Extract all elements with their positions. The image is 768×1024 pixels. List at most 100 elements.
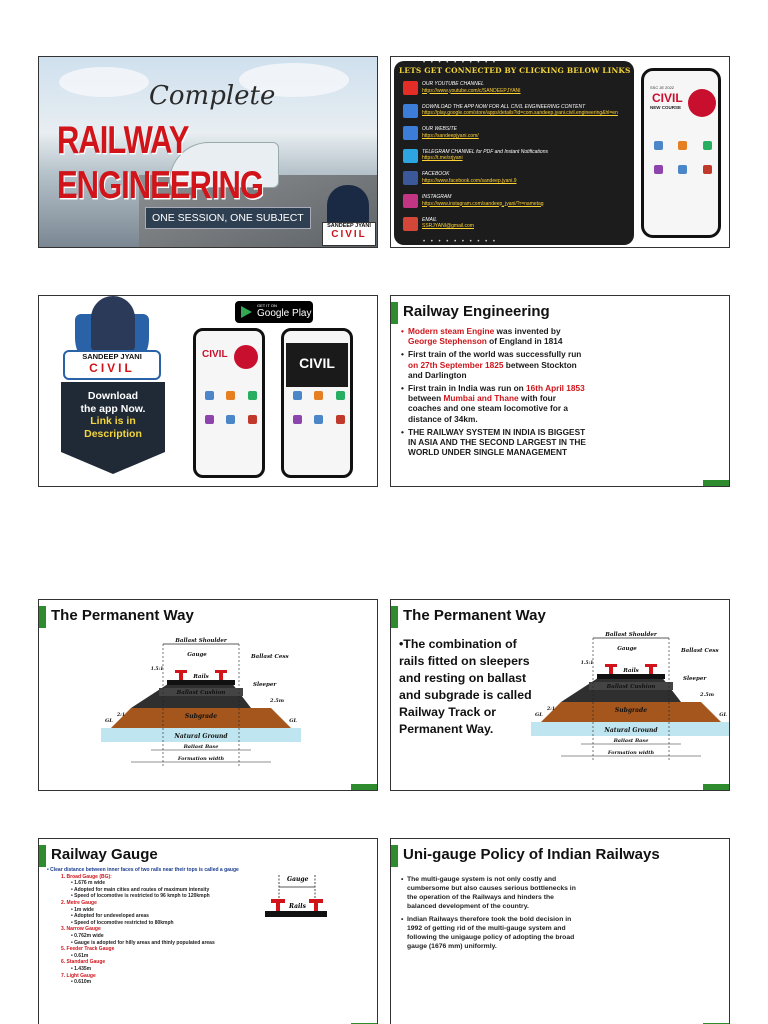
rail-web (276, 903, 280, 911)
app-tile (672, 165, 693, 185)
title-accent-bar (391, 606, 398, 628)
ballast-shoulder-label: Ballast Shoulder (604, 632, 658, 638)
bullet-item: First train in India was run on 16th Apr… (401, 383, 591, 424)
rail-head (175, 670, 187, 673)
rail-web (609, 667, 613, 674)
website-icon (403, 126, 418, 141)
phone-avatar (234, 345, 258, 369)
app-tile (200, 391, 219, 411)
sleeper-label: Sleeper (683, 676, 707, 682)
gauge-intro: • Clear distance between inner faces of … (47, 867, 239, 873)
slide-title: Uni-gauge Policy of Indian Railways (403, 846, 660, 863)
app-tile (310, 415, 329, 435)
link-url[interactable]: https://t.me/srjyani (422, 155, 463, 162)
sleeper (167, 680, 235, 685)
footer-tab (351, 784, 377, 790)
app-tile (648, 141, 669, 161)
download-line: Download (87, 390, 139, 402)
natural-ground-label: Natural Ground (173, 733, 228, 740)
link-url[interactable]: https://play.google.com/store/apps/detai… (422, 110, 618, 117)
phone-exam: SSC JE 2022 (650, 85, 675, 90)
app-tile (331, 391, 350, 411)
phone-app-grid (648, 141, 718, 185)
gauge-detail: • Adopted for undeveloped areas (71, 913, 149, 920)
slope-label: 1.5:1 (581, 660, 594, 666)
play-icon (241, 306, 252, 318)
subgrade-label: Subgrade (185, 713, 217, 720)
presenter-photo (327, 185, 369, 225)
subgrade-layer (541, 702, 721, 722)
tagline: ONE SESSION, ONE SUBJECT (145, 207, 311, 229)
badge-civil: CIVIL (89, 361, 135, 375)
natural-ground-band (531, 722, 729, 736)
gauge-heading: 2. Metre Gauge (61, 899, 97, 906)
google-play-button[interactable]: GET IT ON Google Play (235, 301, 313, 323)
gauge-figure: Gauge Rails (265, 875, 327, 917)
slope-label: 2:1 (116, 712, 125, 718)
link-url[interactable]: https://www.youtube.com/c/SANDEEPJYANI (422, 87, 521, 94)
app-icon (403, 103, 418, 118)
app-tile (288, 391, 307, 411)
formation-width-label: Formation width (607, 750, 655, 756)
store-small-text: GET IT ON (257, 303, 277, 308)
rail-web (649, 667, 653, 674)
arrow-tip (61, 452, 165, 474)
phone-banner: CIVIL (286, 343, 348, 387)
gauge-heading: 5. Feeder Track Gauge (61, 946, 115, 953)
download-line: Description (84, 427, 142, 440)
railway-engineering-heading: RAILWAY ENGINEERING (57, 118, 264, 207)
link-label: OUR YOUTUBE CHANNEL (422, 81, 484, 87)
formation-width-label: Formation width (177, 756, 225, 762)
slope-label: 1.5:1 (151, 666, 164, 672)
gauge-detail: • Adopted for main cities and routes of … (71, 886, 210, 893)
app-tile (310, 391, 329, 411)
gauge-detail: • 0.61m (71, 952, 89, 959)
ballast-shoulder-label: Ballast Shoulder (174, 638, 228, 644)
slide-title: Railway Gauge (51, 846, 158, 863)
slide-unigauge-policy: Uni-gauge Policy of Indian Railways The … (390, 838, 730, 1024)
ballast-cess-label: Ballast Cess (250, 654, 289, 660)
subgrade-layer (111, 708, 291, 728)
download-line: Link is in (90, 415, 136, 427)
app-phone-mockup: CIVIL (281, 328, 353, 478)
gauge-detail: • Speed of locomotive is restricted to 9… (71, 893, 210, 900)
link-url[interactable]: SSRJYANI@gmail.com (422, 223, 474, 230)
title-accent-bar (391, 302, 398, 324)
badge-name: SANDEEP JYANI (82, 352, 142, 361)
gauge-detail: • 1m wide (71, 906, 94, 913)
rail-head (605, 664, 617, 667)
link-label: FACEBOOK (422, 171, 450, 178)
ballast-cess-label: Ballast Cess (680, 648, 719, 654)
rails-label: Rails (192, 674, 209, 680)
sleeper (265, 911, 327, 917)
bullet-item: The multi-gauge system is not only costl… (401, 875, 579, 911)
sleeper-label: Sleeper (253, 682, 277, 688)
email-icon (403, 216, 418, 231)
natural-ground-band (101, 728, 301, 742)
instagram-icon (403, 194, 418, 208)
ballast-base-label: Ballast Base (613, 738, 649, 744)
gl-label: GL (289, 718, 297, 724)
link-url[interactable]: https://www.instagram.com/sandeep_jyani/… (422, 200, 544, 207)
rail-web (179, 673, 183, 680)
gl-label: GL (719, 712, 727, 718)
app-tile (672, 141, 693, 161)
slide-title: The Permanent Way (403, 607, 546, 624)
links-header: LETS GET CONNECTED BY CLICKING BELOW LIN… (399, 66, 631, 75)
app-tile (222, 391, 241, 411)
footer-tab (703, 784, 729, 790)
slide-title: The Permanent Way (51, 607, 194, 624)
ballast-base-label: Ballast Base (183, 744, 219, 750)
presenter-photo (91, 296, 135, 352)
telegram-icon (403, 148, 418, 163)
gauge-detail: • Speed of locomotive restricted to 80km… (71, 919, 174, 926)
name-badge: SANDEEP JYANI CIVIL (63, 350, 161, 380)
slide-title: Complete RAILWAY ENGINEERING ONE SESSION… (38, 56, 378, 248)
link-url[interactable]: https://www.facebook.com/sandeep.jyani.9 (422, 177, 517, 184)
gauge-detail: • 0.762m wide (71, 932, 104, 939)
policy-text: The multi-gauge system is not only costl… (401, 875, 579, 955)
link-url[interactable]: https://sandeepjyani.com/ (422, 132, 479, 139)
rail-head (309, 899, 323, 903)
bullet-item: First train of the world was successfull… (401, 349, 591, 380)
